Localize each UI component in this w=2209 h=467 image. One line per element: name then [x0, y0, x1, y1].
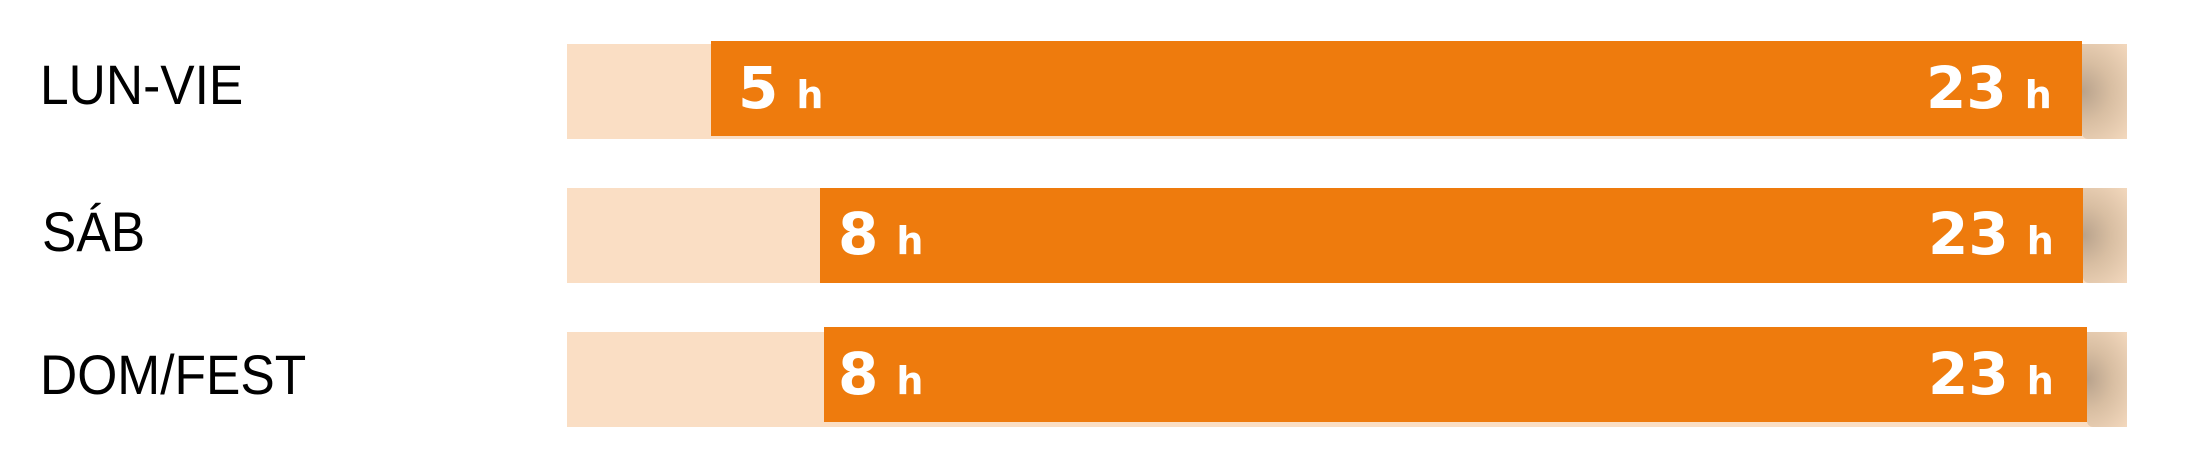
open-hours-bar	[820, 188, 2083, 283]
row-label: SÁB	[42, 200, 146, 263]
row-label: DOM/FEST	[40, 343, 307, 406]
row-label: LUN-VIE	[40, 53, 244, 116]
track-end-cap	[2083, 188, 2127, 283]
track-end-cap	[2082, 44, 2127, 139]
open-hours-bar	[824, 327, 2087, 422]
open-hours-bar	[711, 41, 2082, 136]
track-end-cap	[2087, 332, 2127, 427]
